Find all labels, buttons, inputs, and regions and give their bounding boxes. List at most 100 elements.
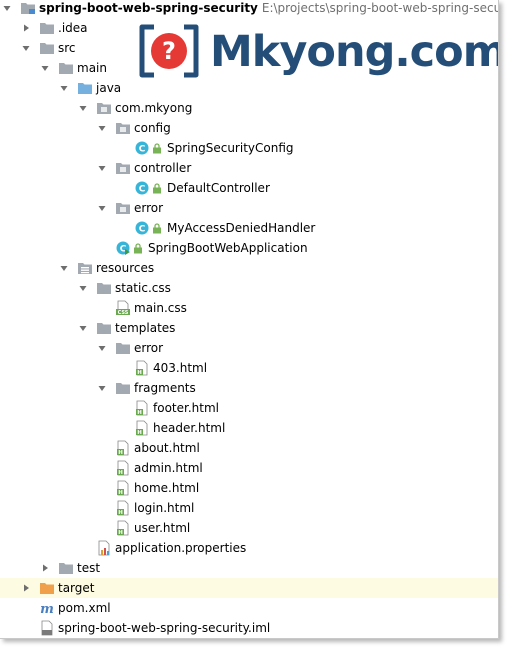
properties-file-icon	[96, 540, 112, 556]
chevron-down-icon[interactable]	[97, 343, 107, 353]
html-file-icon: H	[115, 460, 131, 476]
svg-text:?: ?	[162, 37, 176, 65]
svg-text:H: H	[137, 430, 142, 436]
folder-icon	[58, 60, 74, 76]
chevron-down-icon[interactable]	[97, 123, 107, 133]
module-folder-icon	[20, 0, 36, 16]
tree-node-label: main.css	[134, 301, 187, 315]
html-file-icon: H	[115, 440, 131, 456]
tree-node-label: error	[134, 341, 164, 355]
chevron-right-icon[interactable]	[21, 23, 31, 33]
svg-text:H: H	[137, 410, 142, 416]
chevron-down-icon[interactable]	[78, 103, 88, 113]
tree-node[interactable]: C SpringBootWebApplication	[0, 238, 498, 258]
tree-node[interactable]: .idea	[0, 18, 498, 38]
package-icon	[115, 160, 131, 176]
tree-node-label: templates	[115, 321, 176, 335]
tree-node[interactable]: com.mkyong	[0, 98, 498, 118]
chevron-down-icon[interactable]	[78, 283, 88, 293]
folder-icon	[115, 340, 131, 356]
class-icon: C	[134, 220, 150, 236]
package-icon	[96, 100, 112, 116]
tree-node-label: .idea	[58, 21, 88, 35]
tree-node-label: java	[96, 81, 122, 95]
tree-node[interactable]: CSS main.css	[0, 298, 498, 318]
chevron-down-icon[interactable]	[21, 43, 31, 53]
chevron-down-icon[interactable]	[59, 83, 69, 93]
html-file-icon: H	[134, 420, 150, 436]
logo-text: Mkyong.com	[210, 27, 499, 77]
tree-node-label: main	[77, 61, 107, 75]
tree-node-label: com.mkyong	[115, 101, 193, 115]
tree-node-label: home.html	[134, 481, 200, 495]
folder-icon	[96, 280, 112, 296]
tree-node-label: test	[77, 561, 101, 575]
tree-node[interactable]: application.properties	[0, 538, 498, 558]
tree-node[interactable]: fragments	[0, 378, 498, 398]
folder-icon	[96, 320, 112, 336]
lock-icon	[132, 242, 144, 254]
chevron-down-icon[interactable]	[59, 263, 69, 273]
tree-node[interactable]: spring-boot-web-spring-security.iml	[0, 618, 498, 638]
tree-node-label: MyAccessDeniedHandler	[167, 221, 316, 235]
chevron-down-icon[interactable]	[97, 383, 107, 393]
tree-node-label: DefaultController	[167, 181, 270, 195]
tree-node[interactable]: templates	[0, 318, 498, 338]
tree-node[interactable]: error	[0, 198, 498, 218]
tree-node[interactable]: C MyAccessDeniedHandler	[0, 218, 498, 238]
svg-text:CSS: CSS	[118, 310, 129, 316]
svg-text:H: H	[137, 370, 142, 376]
chevron-right-icon[interactable]	[21, 583, 31, 593]
svg-text:C: C	[139, 185, 146, 195]
chevron-down-icon[interactable]	[97, 203, 107, 213]
html-file-icon: H	[134, 400, 150, 416]
chevron-down-icon[interactable]	[78, 323, 88, 333]
chevron-right-icon[interactable]	[40, 563, 50, 573]
chevron-down-icon[interactable]	[97, 163, 107, 173]
mkyong-logo: ? Mkyong.com	[138, 22, 499, 82]
tree-node-label: target	[58, 581, 95, 595]
lock-icon	[151, 182, 163, 194]
tree-node[interactable]: error	[0, 338, 498, 358]
tree-node-label: admin.html	[134, 461, 203, 475]
tree-node[interactable]: resources	[0, 258, 498, 278]
tree-node[interactable]: config	[0, 118, 498, 138]
svg-text:C: C	[139, 145, 146, 155]
tree-node-label: SpringBootWebApplication	[148, 241, 308, 255]
lock-icon	[151, 142, 163, 154]
tree-node-label: SpringSecurityConfig	[167, 141, 294, 155]
tree-node-label: resources	[96, 261, 155, 275]
tree-node[interactable]: C SpringSecurityConfig	[0, 138, 498, 158]
excluded-folder-icon	[39, 580, 55, 596]
html-file-icon: H	[115, 500, 131, 516]
tree-node-label: static.css	[115, 281, 171, 295]
tree-node[interactable]: src	[0, 38, 498, 58]
chevron-down-icon[interactable]	[40, 63, 50, 73]
html-file-icon: H	[115, 480, 131, 496]
html-file-icon: H	[115, 520, 131, 536]
tree-node[interactable]: target	[0, 578, 498, 598]
resources-folder-icon	[77, 260, 93, 276]
tree-node[interactable]: controller	[0, 158, 498, 178]
chevron-down-icon[interactable]	[2, 3, 12, 13]
maven-file-icon: m	[39, 600, 55, 616]
tree-node[interactable]: java	[0, 78, 498, 98]
tree-node[interactable]: test	[0, 558, 498, 578]
svg-text:C: C	[120, 245, 127, 255]
tree-node-label: spring-boot-web-spring-security.iml	[58, 621, 271, 635]
tree-node[interactable]: C DefaultController	[0, 178, 498, 198]
tree-node[interactable]: main	[0, 58, 498, 78]
tree-node[interactable]: static.css	[0, 278, 498, 298]
class-icon: C	[134, 140, 150, 156]
